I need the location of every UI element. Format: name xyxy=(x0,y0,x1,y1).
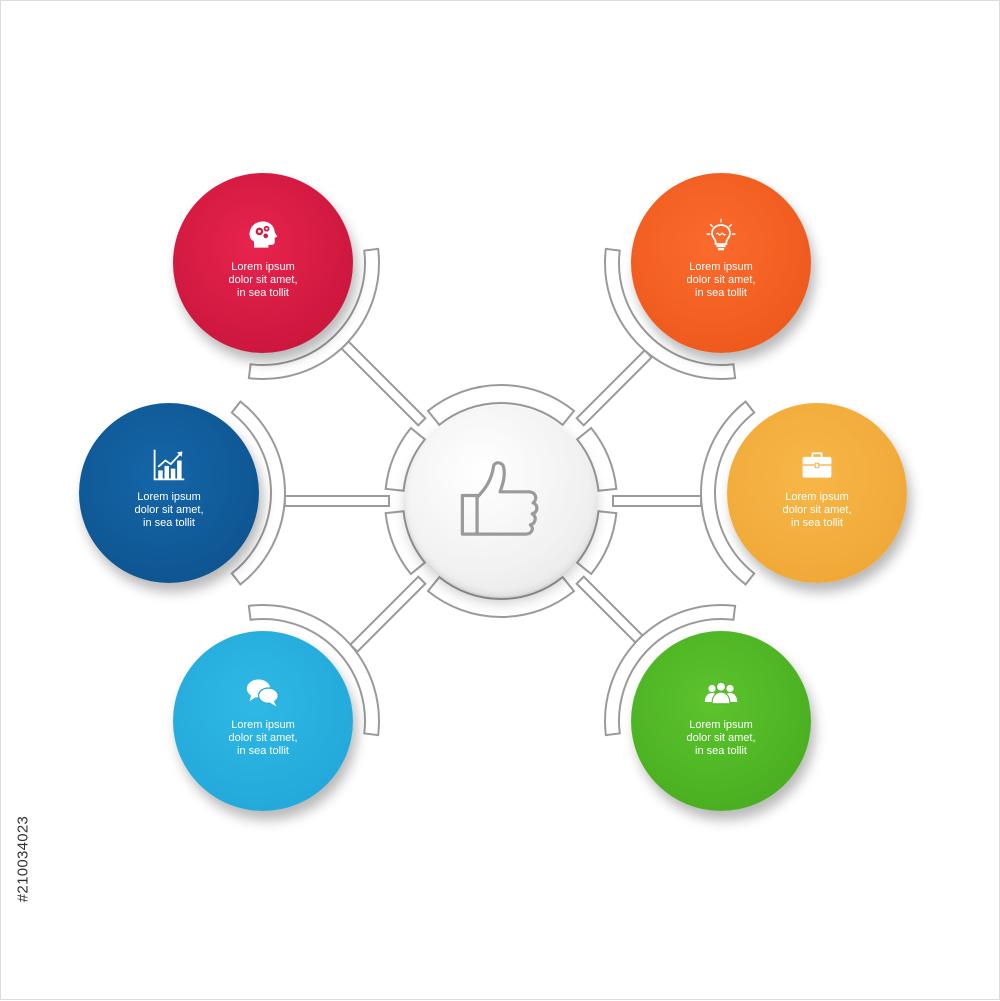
node-6-line-3: in sea tollit xyxy=(695,744,747,757)
node-6-line-1: Lorem ipsum xyxy=(689,718,753,731)
bar-chart-icon xyxy=(153,449,185,480)
users-group-icon xyxy=(704,681,738,704)
node-5-line-2: dolor sit amet, xyxy=(228,731,298,744)
head-gears-icon xyxy=(249,221,278,248)
node-6-connector xyxy=(575,575,644,644)
node-3-line-2: dolor sit amet, xyxy=(134,503,204,516)
node-2-text: Lorem ipsum dolor sit amet, in sea tolli… xyxy=(671,261,771,300)
center-hub xyxy=(406,406,596,596)
node-3-circle: Lorem ipsum dolor sit amet, in sea tolli… xyxy=(79,403,259,583)
hub-ring-segment-1 xyxy=(575,510,618,576)
node-1-line-3: in sea tollit xyxy=(237,286,289,299)
node-3-line-3: in sea tollit xyxy=(143,516,195,529)
node-1-line-2: dolor sit amet, xyxy=(228,273,298,286)
node-6-circle: Lorem ipsum dolor sit amet, in sea tolli… xyxy=(631,631,811,811)
node-6-outer-arc xyxy=(604,604,737,737)
node-2-connector xyxy=(575,348,654,427)
briefcase-icon xyxy=(802,451,832,478)
node-4-connector xyxy=(612,495,703,507)
node-6-text: Lorem ipsum dolor sit amet, in sea tolli… xyxy=(671,719,771,758)
node-3-outer-arc xyxy=(230,400,286,586)
node-4-line-2: dolor sit amet, xyxy=(782,503,852,516)
node-2-circle: Lorem ipsum dolor sit amet, in sea tolli… xyxy=(631,173,811,353)
node-2-line-2: dolor sit amet, xyxy=(686,273,756,286)
stock-id-text: #210034023 xyxy=(14,815,32,903)
hub-ring-segment-5 xyxy=(426,384,576,427)
speech-bubbles-icon xyxy=(246,679,279,706)
stock-id-label: #210034023 xyxy=(7,759,39,959)
node-4-outer-arc xyxy=(700,400,756,586)
thumbs-up-icon xyxy=(460,461,539,536)
node-2-outer-arc xyxy=(604,247,737,380)
hub-ring-segment-6 xyxy=(575,426,618,492)
node-5-text: Lorem ipsum dolor sit amet, in sea tolli… xyxy=(213,719,313,758)
node-5-outer-arc xyxy=(247,604,380,737)
node-4-circle: Lorem ipsum dolor sit amet, in sea tolli… xyxy=(727,403,907,583)
node-4-line-3: in sea tollit xyxy=(791,516,843,529)
node-1-connector xyxy=(340,340,427,427)
node-3-text: Lorem ipsum dolor sit amet, in sea tolli… xyxy=(119,491,219,530)
node-2-line-3: in sea tollit xyxy=(695,286,747,299)
node-5-line-3: in sea tollit xyxy=(237,744,289,757)
node-3-line-1: Lorem ipsum xyxy=(137,490,201,503)
node-5-connector xyxy=(348,575,427,654)
node-1-line-1: Lorem ipsum xyxy=(231,260,295,273)
node-1-outer-arc xyxy=(247,247,380,380)
lightbulb-icon xyxy=(706,218,736,250)
node-5-line-1: Lorem ipsum xyxy=(231,718,295,731)
node-5-circle: Lorem ipsum dolor sit amet, in sea tolli… xyxy=(173,631,353,811)
node-4-text: Lorem ipsum dolor sit amet, in sea tolli… xyxy=(767,491,867,530)
node-6-line-2: dolor sit amet, xyxy=(686,731,756,744)
node-1-text: Lorem ipsum dolor sit amet, in sea tolli… xyxy=(213,261,313,300)
node-2-line-1: Lorem ipsum xyxy=(689,260,753,273)
hub-ring-segment-4 xyxy=(384,426,427,492)
node-1-circle: Lorem ipsum dolor sit amet, in sea tolli… xyxy=(173,173,353,353)
node-4-line-1: Lorem ipsum xyxy=(785,490,849,503)
hub-ring-segment-2 xyxy=(426,575,576,618)
node-3-connector xyxy=(283,495,390,507)
hub-ring-segment-3 xyxy=(384,510,427,576)
